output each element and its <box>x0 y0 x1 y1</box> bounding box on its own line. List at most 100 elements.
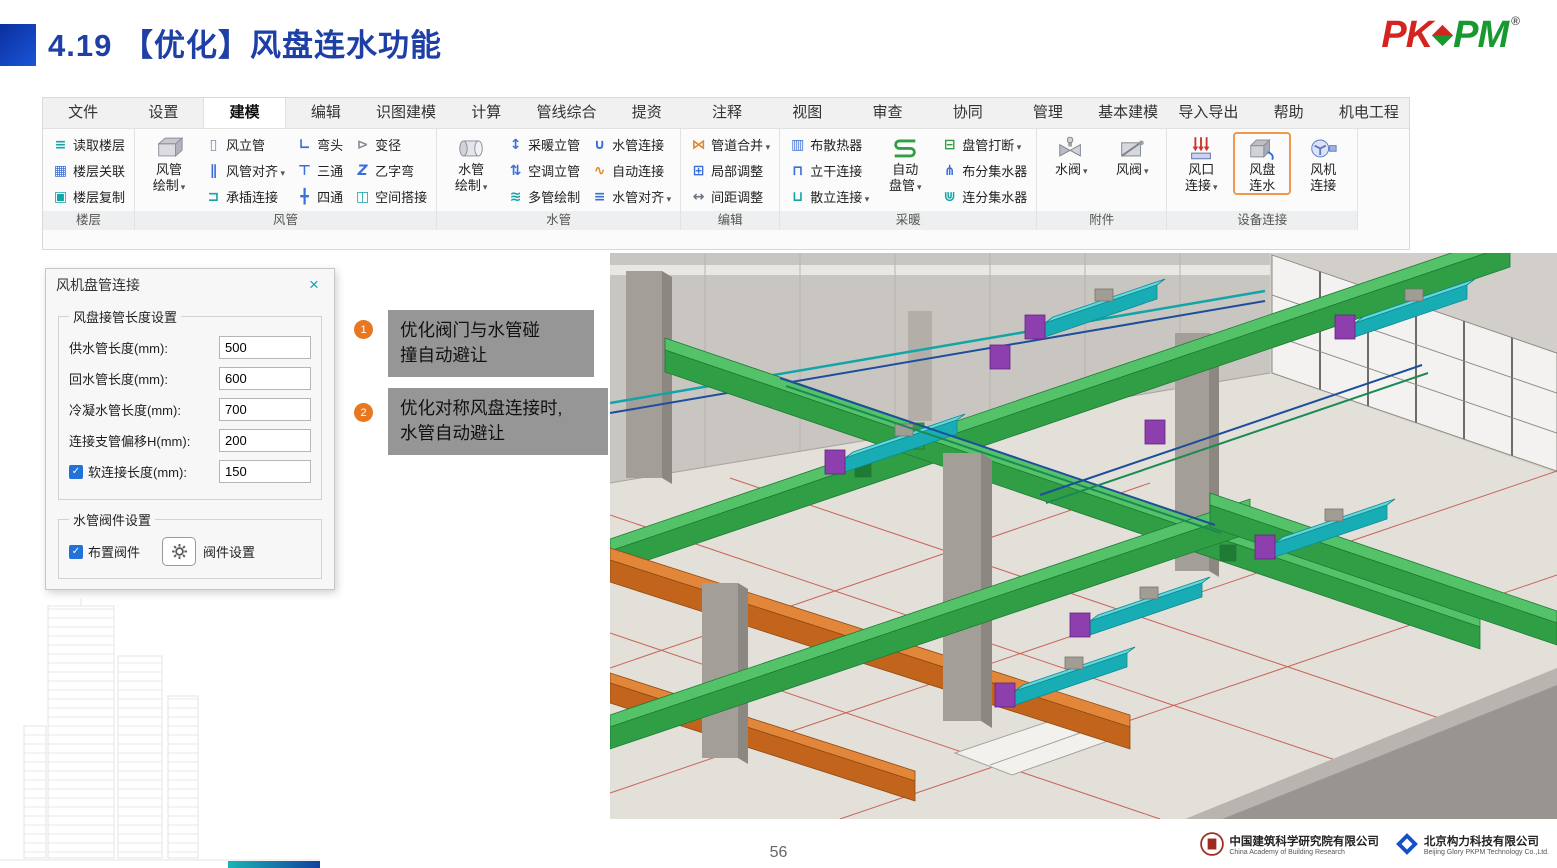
dropdown-arrow-icon <box>1081 162 1088 177</box>
tool-pipe-connect[interactable]: 水管连接 <box>587 132 675 157</box>
tab-pipeline-integration[interactable]: 管线综合 <box>536 104 597 121</box>
read-floor-icon <box>52 138 69 152</box>
ribbon-group-floor: 读取楼层 楼层关联 楼层复制 楼层 <box>43 129 136 230</box>
logo-pk: PK <box>1381 14 1433 56</box>
ribbon-tools: 读取楼层 楼层关联 楼层复制 楼层 风管 绘制 风立管 <box>43 129 1409 230</box>
tab-view[interactable]: 视图 <box>792 104 823 121</box>
tool-auto-coil[interactable]: 自动 盘管 <box>876 132 934 195</box>
tool-spacing-adjust[interactable]: 间距调整 <box>686 184 774 209</box>
tab-management[interactable]: 管理 <box>1032 104 1063 121</box>
tool-reducer[interactable]: 变径 <box>350 132 431 157</box>
tool-duct-draw[interactable]: 风管 绘制 <box>140 132 198 195</box>
tool-socket-connect[interactable]: 承插连接 <box>201 184 289 209</box>
return-length-input[interactable] <box>219 367 311 390</box>
socket-connect-icon <box>205 190 222 204</box>
ribbon-group-accessories: 水阀 风阀 附件 <box>1037 129 1168 230</box>
supply-length-input[interactable] <box>219 336 311 359</box>
close-icon[interactable] <box>304 275 324 295</box>
valve-settings-button[interactable]: 阀件设置 <box>162 537 255 566</box>
tab-mep-engineering[interactable]: 机电工程 <box>1338 104 1399 121</box>
group-label-device-connect: 设备连接 <box>1167 211 1358 230</box>
tool-radiator-riser-connect[interactable]: 散立连接 <box>785 184 873 209</box>
tool-air-valve[interactable]: 风阀 <box>1103 132 1161 180</box>
tool-riser-main-connect[interactable]: 立干连接 <box>785 158 873 183</box>
callout-badge-2: 2 <box>354 403 373 422</box>
tool-connect-manifold[interactable]: 连分集水器 <box>937 184 1031 209</box>
tab-collaboration[interactable]: 协同 <box>952 104 983 121</box>
branch-offset-input[interactable] <box>219 429 311 452</box>
fancoil-connect-dialog: 风机盘管连接 风盘接管长度设置 供水管长度(mm): 回水管长度(mm): 冷凝… <box>45 268 335 590</box>
glory-pkpm-logo: 北京构力科技有限公司 Beijing Glory PKPM Technology… <box>1395 832 1549 856</box>
tab-annotation[interactable]: 注释 <box>711 104 742 121</box>
tab-settings[interactable]: 设置 <box>148 104 179 121</box>
page-number: 56 <box>769 844 788 861</box>
tool-elbow[interactable]: 弯头 <box>292 132 347 157</box>
tool-fan-connect[interactable]: 风机 连接 <box>1294 132 1352 195</box>
tool-place-radiator[interactable]: 布散热器 <box>785 132 873 157</box>
tool-ac-riser[interactable]: 空调立管 <box>503 158 584 183</box>
connect-manifold-icon <box>941 190 958 204</box>
dropdown-arrow-icon <box>1211 178 1218 193</box>
duct-draw-icon <box>157 137 184 157</box>
tool-local-adjust[interactable]: 局部调整 <box>686 158 774 183</box>
z-bend-icon <box>354 164 371 178</box>
dialog-titlebar[interactable]: 风机盘管连接 <box>46 269 334 301</box>
tool-space-overlap[interactable]: 空间搭接 <box>350 184 431 209</box>
local-adjust-icon <box>690 164 707 178</box>
gradient-bar <box>228 861 320 868</box>
tool-cross[interactable]: 四通 <box>292 184 347 209</box>
cabr-logo: 中国建筑科学研究院有限公司 China Academy of Building … <box>1200 832 1379 856</box>
space-overlap-icon <box>354 190 371 204</box>
tool-coil-break[interactable]: 盘管打断 <box>937 132 1031 157</box>
tool-duct-riser[interactable]: 风立管 <box>201 132 289 157</box>
tab-submission[interactable]: 提资 <box>631 104 662 121</box>
callout-1: 优化阀门与水管碰 撞自动避让 <box>388 310 594 377</box>
tool-auto-connect[interactable]: 自动连接 <box>587 158 675 183</box>
pipe-merge-icon <box>690 138 707 152</box>
corner-accent <box>0 24 36 66</box>
auto-connect-icon <box>591 164 608 178</box>
tab-basic-modeling[interactable]: 基本建模 <box>1098 104 1159 121</box>
tab-review[interactable]: 审查 <box>872 104 903 121</box>
tool-heating-riser[interactable]: 采暖立管 <box>503 132 584 157</box>
tool-floor-copy[interactable]: 楼层复制 <box>48 184 129 209</box>
tool-tee[interactable]: 三通 <box>292 158 347 183</box>
group-label-edit: 编辑 <box>681 211 780 230</box>
ribbon-group-pipe: 水管 绘制 采暖立管 空调立管 多管绘制 水管连接 自动连接 水管对齐 水管 <box>437 129 682 230</box>
tool-floor-link[interactable]: 楼层关联 <box>48 158 129 183</box>
floor-copy-icon <box>52 190 69 204</box>
tool-air-outlet-connect[interactable]: 风口 连接 <box>1172 132 1230 195</box>
soft-connect-checkbox[interactable] <box>69 464 83 479</box>
place-valve-checkbox[interactable] <box>69 544 83 559</box>
tab-modeling[interactable]: 建模 <box>203 98 286 128</box>
tool-multi-pipe-draw[interactable]: 多管绘制 <box>503 184 584 209</box>
tool-duct-align[interactable]: 风管对齐 <box>201 158 289 183</box>
ribbon-group-edit: 管道合并 局部调整 间距调整 编辑 <box>681 129 781 230</box>
tool-place-manifold[interactable]: 布分集水器 <box>937 158 1031 183</box>
tab-file[interactable]: 文件 <box>68 104 99 121</box>
ribbon-group-device-connect: 风口 连接 风盘 连水 风机 连接 设备连接 <box>1167 129 1359 230</box>
tab-drawing-recognition[interactable]: 识图建模 <box>376 104 437 121</box>
tool-pipe-merge[interactable]: 管道合并 <box>686 132 774 157</box>
tool-z-bend[interactable]: 乙字弯 <box>350 158 431 183</box>
tool-pipe-align[interactable]: 水管对齐 <box>587 184 675 209</box>
dialog-title: 风机盘管连接 <box>56 277 140 293</box>
duct-riser-icon <box>205 138 222 152</box>
tool-pipe-draw[interactable]: 水管 绘制 <box>442 132 500 195</box>
tab-calculation[interactable]: 计算 <box>471 104 502 121</box>
glory-emblem-icon <box>1395 833 1418 855</box>
condensate-length-input[interactable] <box>219 398 311 421</box>
tool-water-valve[interactable]: 水阀 <box>1042 132 1100 180</box>
soft-connect-length-input[interactable] <box>219 460 311 483</box>
tab-edit[interactable]: 编辑 <box>310 104 341 121</box>
group-label-accessories: 附件 <box>1037 211 1167 230</box>
dropdown-arrow-icon <box>481 178 488 193</box>
tool-fancoil-water-connect[interactable]: 风盘 连水 <box>1233 132 1292 196</box>
tab-import-export[interactable]: 导入导出 <box>1178 104 1239 121</box>
group-label-heating: 采暖 <box>780 211 1037 230</box>
tab-help[interactable]: 帮助 <box>1273 104 1304 121</box>
tool-read-floor[interactable]: 读取楼层 <box>48 132 129 157</box>
model-viewport[interactable] <box>610 253 1557 819</box>
ribbon: 文件 设置 建模 编辑 识图建模 计算 管线综合 提资 注释 视图 审查 协同 … <box>42 97 1410 250</box>
riser-main-connect-icon <box>789 164 806 178</box>
